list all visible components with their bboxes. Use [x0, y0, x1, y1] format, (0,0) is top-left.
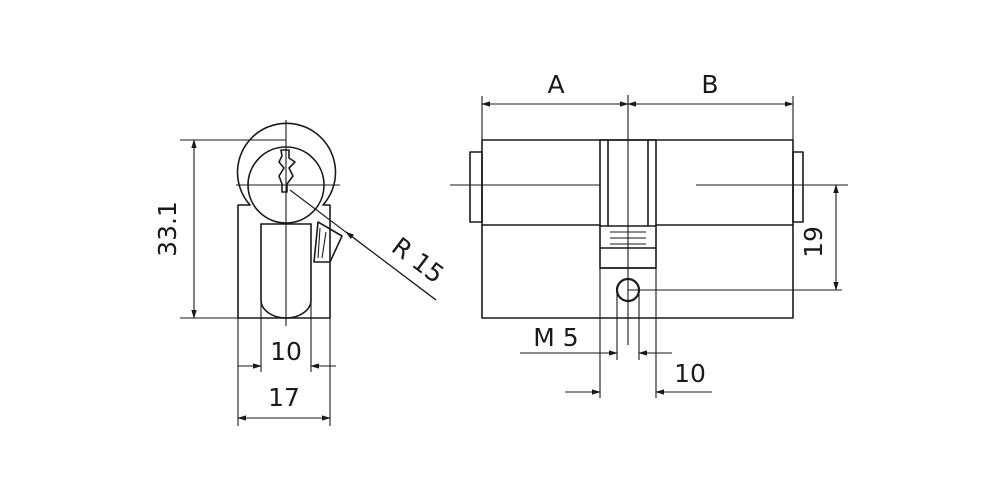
- cylinder-body: [481, 139, 794, 319]
- a-dim-label: A: [547, 70, 564, 99]
- front-view: 33.1 10 17 R 15: [153, 120, 449, 426]
- profile-outline: [236, 122, 337, 319]
- inner-width-label: 10: [270, 337, 302, 366]
- cam: [313, 221, 343, 263]
- offset-label: 10: [674, 359, 706, 388]
- screw-height-label: 19: [799, 226, 828, 258]
- height-dim-label: 33.1: [153, 201, 182, 257]
- screw-label: M 5: [533, 323, 578, 352]
- left-end-cap: [469, 151, 483, 223]
- keyway: [278, 149, 296, 193]
- side-view: A B 19 M 5 10: [450, 70, 848, 398]
- radius-label: R 15: [386, 232, 449, 290]
- outer-width-label: 17: [268, 383, 300, 412]
- right-end-cap: [792, 151, 804, 223]
- b-dim-label: B: [701, 70, 718, 99]
